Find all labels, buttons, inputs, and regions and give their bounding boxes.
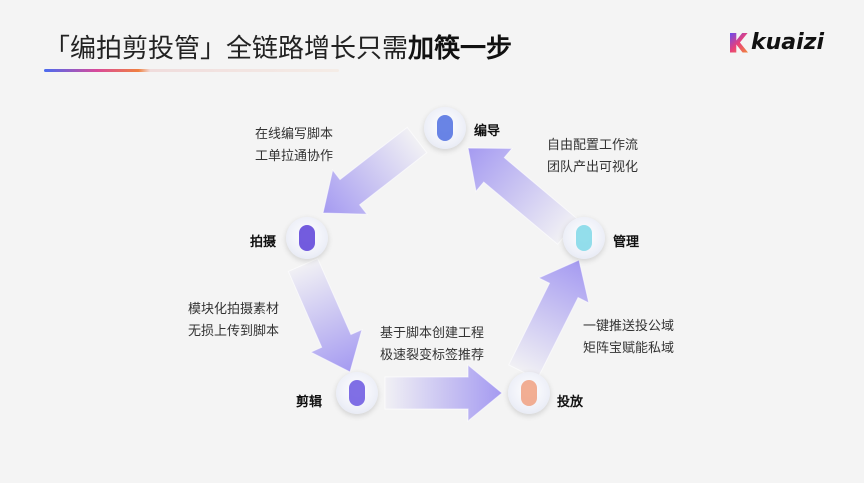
arrow-editor-to-shoot: [322, 126, 428, 215]
person-icon: [349, 380, 365, 406]
logo-mark-icon: [730, 32, 748, 53]
node-label-deliver: 投放: [557, 395, 584, 410]
arrow-cut-to-deliver: [384, 363, 503, 423]
logo-text: kuaizi: [751, 30, 825, 55]
person-icon: [299, 225, 315, 251]
title-regular: 「编拍剪投管」全链路增长只需: [44, 34, 409, 64]
avatar-cut: [336, 372, 378, 414]
desc-editor: 在线编写脚本工单拉通协作: [255, 124, 333, 168]
desc-cut: 基于脚本创建工程极速裂变标签推荐: [380, 323, 484, 367]
desc-line: 一键推送投公域: [583, 319, 675, 334]
arrow-deliver-to-manage: [508, 259, 590, 380]
desc-manage: 自由配置工作流团队产出可视化: [547, 135, 638, 179]
avatar-deliver: [508, 372, 550, 414]
avatar-shoot: [286, 217, 328, 259]
kuaizi-logo: kuaizi: [730, 30, 824, 55]
node-label-shoot: 拍摄: [250, 235, 277, 250]
desc-line: 极速裂变标签推荐: [380, 348, 485, 363]
node-label-editor: 编导: [474, 124, 501, 139]
desc-line: 模块化拍摄素材: [188, 302, 280, 317]
title-bold: 加筷一步: [408, 34, 513, 64]
avatar-editor: [424, 107, 466, 149]
desc-line: 无损上传到脚本: [188, 324, 280, 339]
desc-line: 基于脚本创建工程: [380, 326, 485, 341]
desc-shoot: 模块化拍摄素材无损上传到脚本: [188, 299, 279, 343]
title-underline: [44, 69, 339, 72]
desc-line: 团队产出可视化: [547, 160, 639, 175]
desc-deliver: 一键推送投公域矩阵宝赋能私域: [583, 316, 674, 360]
arrow-manage-to-editor: [467, 147, 579, 245]
node-label-manage: 管理: [613, 235, 640, 250]
desc-line: 矩阵宝赋能私域: [583, 341, 675, 356]
desc-line: 在线编写脚本: [255, 127, 334, 142]
arrow-shoot-to-cut: [287, 257, 363, 373]
person-icon: [437, 115, 453, 141]
desc-line: 工单拉通协作: [255, 149, 334, 164]
person-icon: [521, 380, 537, 406]
desc-line: 自由配置工作流: [547, 138, 639, 153]
page-title: 「编拍剪投管」全链路增长只需加筷一步: [44, 28, 512, 65]
person-icon: [576, 225, 592, 251]
avatar-manage: [563, 217, 605, 259]
node-label-cut: 剪辑: [296, 395, 323, 410]
